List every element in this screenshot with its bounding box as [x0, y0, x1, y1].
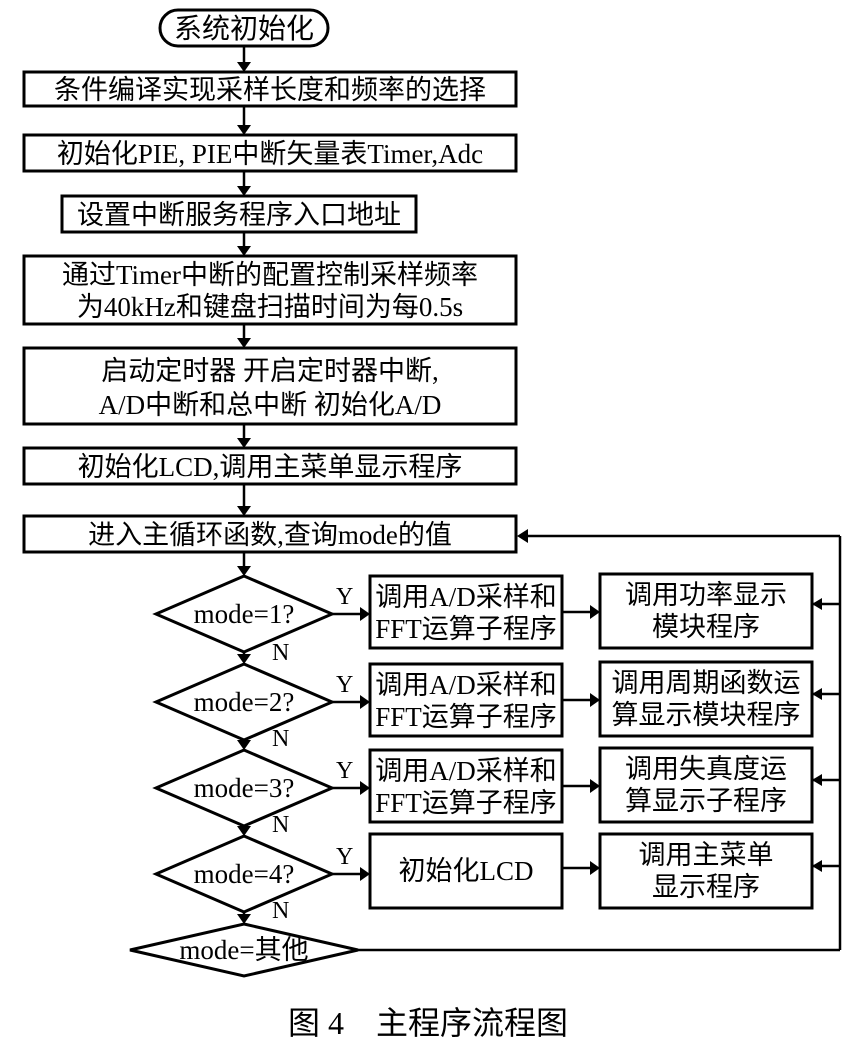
- step-label-line2: A/D中断和总中断 初始化A/D: [99, 390, 442, 420]
- branch-second-line1: 调用失真度运: [625, 754, 787, 784]
- yes-label: Y: [336, 672, 353, 698]
- decision-mode-3: mode=3?: [152, 748, 336, 828]
- decision-mode-other: mode=其他: [129, 922, 359, 978]
- branch-first-line1: 调用A/D采样和: [375, 670, 557, 700]
- branch-second-line1: 调用主菜单: [639, 840, 774, 870]
- branch-mode-3: Y 调用A/D采样和 FFT运算子程序 调用失真度运 算显示子程序: [332, 746, 814, 824]
- branch-first-line2: FFT运算子程序: [375, 702, 557, 732]
- step-init-pie: 初始化PIE, PIE中断矢量表Timer,Adc: [22, 133, 518, 173]
- branch-second-line1: 调用功率显示: [625, 580, 787, 610]
- no-label: N: [272, 726, 289, 752]
- branch-first-box: [368, 574, 564, 650]
- yes-label: Y: [336, 844, 353, 870]
- branch-second-line2: 算显示模块程序: [612, 700, 801, 730]
- step-label-line1: 启动定时器 开启定时器中断,: [101, 356, 439, 386]
- branch-second-line2: 模块程序: [652, 612, 760, 642]
- no-label: N: [272, 898, 289, 924]
- decision-mode-1: mode=1?: [152, 574, 336, 654]
- decision-label: mode=3?: [194, 773, 295, 803]
- step-label: 初始化LCD,调用主菜单显示程序: [78, 452, 463, 482]
- branch-first-line1: 调用A/D采样和: [375, 756, 557, 786]
- figure-caption: 图 4 主程序流程图: [288, 1005, 568, 1041]
- start-node: 系统初始化: [158, 8, 330, 48]
- branch-second-line2: 显示程序: [652, 872, 760, 902]
- step-label: 设置中断服务程序入口地址: [77, 200, 401, 230]
- no-label: N: [272, 812, 289, 838]
- branch-second-line2: 算显示子程序: [625, 786, 787, 816]
- branch-second-line1: 调用周期函数运: [612, 668, 801, 698]
- branch-second-box: [598, 832, 814, 910]
- step-conditional-compile: 条件编译实现采样长度和频率的选择: [22, 70, 518, 108]
- decision-mode-4: mode=4?: [152, 834, 336, 914]
- branch-first-box: [368, 748, 564, 824]
- yes-label: Y: [336, 584, 353, 610]
- branch-first-line2: FFT运算子程序: [375, 614, 557, 644]
- step-timer-config: 通过Timer中断的配置控制采样频率 为40kHz和键盘扫描时间为每0.5s: [22, 254, 518, 326]
- yes-label: Y: [336, 758, 353, 784]
- vertical-connectors: [237, 46, 251, 924]
- no-label: N: [272, 640, 289, 666]
- decision-label: mode=4?: [194, 859, 295, 889]
- step-start-timer: 启动定时器 开启定时器中断, A/D中断和总中断 初始化A/D: [22, 346, 518, 426]
- step-label-line2: 为40kHz和键盘扫描时间为每0.5s: [77, 292, 463, 322]
- step-set-isr-address: 设置中断服务程序入口地址: [60, 194, 418, 234]
- branch-second-box: [598, 660, 814, 738]
- no-labels: N N N N: [272, 640, 289, 924]
- branch-second-box: [598, 746, 814, 824]
- step-init-lcd: 初始化LCD,调用主菜单显示程序: [22, 446, 518, 486]
- branch-first-line2: FFT运算子程序: [375, 788, 557, 818]
- step-label: 条件编译实现采样长度和频率的选择: [54, 75, 486, 105]
- step-label: 初始化PIE, PIE中断矢量表Timer,Adc: [57, 139, 483, 169]
- loop-back-connectors: [358, 529, 842, 952]
- decision-label: mode=其他: [179, 935, 308, 965]
- decision-mode-2: mode=2?: [152, 662, 336, 742]
- branch-mode-2: Y 调用A/D采样和 FFT运算子程序 调用周期函数运 算显示模块程序: [332, 660, 814, 738]
- start-label: 系统初始化: [174, 13, 314, 45]
- branch-first-box: [368, 832, 564, 910]
- branch-first-line1: 调用A/D采样和: [375, 582, 557, 612]
- branch-mode-1: Y 调用A/D采样和 FFT运算子程序 调用功率显示 模块程序: [332, 572, 814, 650]
- branch-first-line1: 初始化LCD: [399, 856, 534, 886]
- decision-label: mode=2?: [194, 687, 295, 717]
- branch-second-box: [598, 572, 814, 650]
- step-label-line1: 通过Timer中断的配置控制采样频率: [62, 260, 478, 290]
- step-main-loop: 进入主循环函数,查询mode的值: [22, 514, 518, 554]
- branch-mode-4: Y 初始化LCD 调用主菜单 显示程序: [332, 832, 814, 910]
- step-label: 进入主循环函数,查询mode的值: [88, 520, 452, 550]
- decision-label: mode=1?: [194, 599, 295, 629]
